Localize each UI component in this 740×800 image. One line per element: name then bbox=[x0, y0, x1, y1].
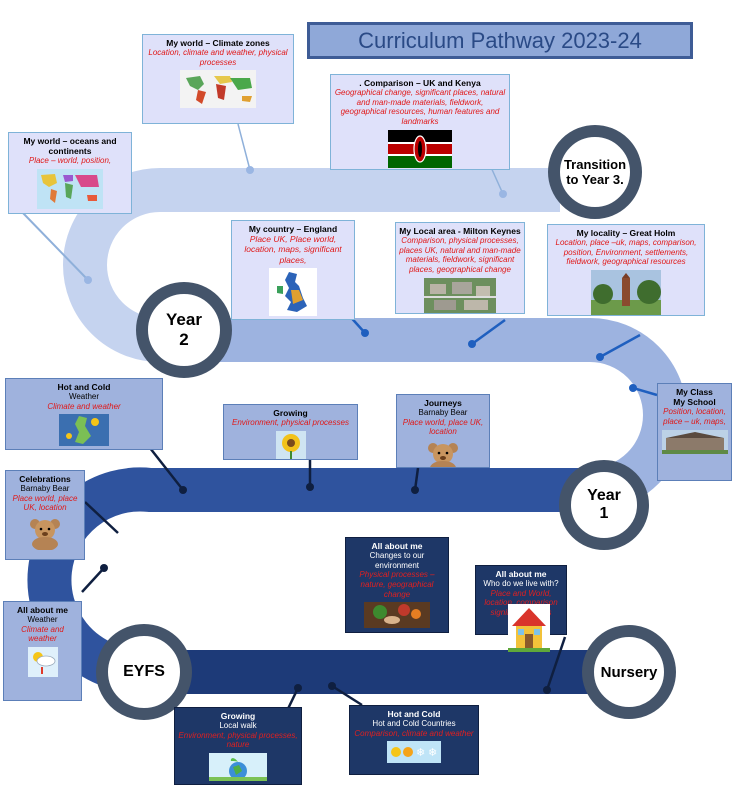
card-description: Environment, physical processes, nature bbox=[178, 730, 298, 750]
card-title: All about me bbox=[495, 569, 547, 579]
card-title: All about me bbox=[16, 605, 68, 615]
milestone-transition-label: Transition to Year 3. bbox=[563, 157, 627, 187]
card-description: Comparison, physical processes, places U… bbox=[399, 236, 521, 274]
card-title: Hot and Cold bbox=[57, 382, 111, 392]
card-title: My Local area - Milton Keynes bbox=[399, 226, 521, 236]
card-title: Hot and Cold bbox=[387, 709, 441, 719]
world-climate-map-icon bbox=[180, 70, 256, 109]
card-hot-cold-y1: Hot and Cold Weather Climate and weather bbox=[5, 378, 163, 450]
card-description: Environment, physical processes bbox=[232, 418, 349, 428]
card-description: Location, place –uk, maps, comparison, p… bbox=[555, 238, 697, 267]
card-title: . Comparison – UK and Kenya bbox=[359, 78, 481, 88]
connector-great-holm bbox=[599, 333, 641, 359]
page-title-box: Curriculum Pathway 2023-24 bbox=[307, 22, 693, 59]
house-icon bbox=[508, 604, 550, 652]
sun-snowflake-icon: ❄ ❄ bbox=[387, 741, 441, 764]
card-subtitle: Weather bbox=[68, 392, 100, 402]
teddy-bear-icon bbox=[428, 442, 458, 467]
connector-hot-cold bbox=[149, 447, 184, 491]
connector-celebrations bbox=[84, 501, 119, 534]
aerial-town-photo-icon bbox=[424, 277, 496, 313]
weather-icon bbox=[27, 646, 58, 677]
card-growing-y1: Growing Environment, physical processes bbox=[223, 404, 358, 460]
milestone-year1: Year 1 bbox=[559, 460, 649, 550]
card-description: Place – world, position, bbox=[28, 156, 112, 166]
page-title: Curriculum Pathway 2023-24 bbox=[358, 27, 642, 53]
card-title: My Class bbox=[676, 387, 713, 397]
garden-planting-icon bbox=[364, 602, 430, 629]
card-subtitle: Who do we live with? bbox=[483, 579, 559, 589]
milestone-nursery: Nursery bbox=[582, 625, 676, 719]
milestone-transition: Transition to Year 3. bbox=[548, 125, 642, 219]
path-segment-top bbox=[63, 168, 560, 362]
card-england: My country – England Place UK, Place wor… bbox=[231, 220, 355, 320]
card-title: Growing bbox=[220, 711, 256, 721]
card-local-walk: Growing Local walk Environment, physical… bbox=[174, 707, 302, 785]
card-description: Place UK, Place world, location, maps, s… bbox=[244, 234, 342, 265]
card-title: Journeys bbox=[424, 398, 462, 408]
connector-milton-keynes bbox=[471, 318, 506, 346]
card-changes-environment: All about me Changes to our environment … bbox=[345, 537, 449, 633]
kenya-flag-icon bbox=[388, 129, 452, 168]
card-title: My country – England bbox=[248, 224, 338, 234]
uk-map-icon bbox=[269, 267, 317, 316]
card-uk-kenya: . Comparison – UK and Kenya Geographical… bbox=[330, 74, 510, 170]
card-description: Location, climate and weather, physical … bbox=[148, 48, 288, 67]
connector-who-we-live bbox=[545, 636, 567, 691]
milestone-year2-label: Year 2 bbox=[166, 310, 202, 349]
card-my-class: My Class My School Position, location, p… bbox=[657, 383, 732, 481]
card-description: Geographical change, significant places,… bbox=[334, 88, 506, 126]
card-great-holm: My locality – Great Holm Location, place… bbox=[547, 224, 705, 316]
card-subtitle: Weather bbox=[27, 615, 58, 625]
milestone-year2: Year 2 bbox=[136, 282, 232, 378]
connector-climate-zones bbox=[237, 123, 251, 171]
card-subtitle: Local walk bbox=[219, 721, 257, 731]
card-journeys: Journeys Barnaby Bear Place world, place… bbox=[396, 394, 490, 468]
card-subtitle: Hot and Cold Countries bbox=[372, 719, 456, 729]
card-subtitle: Changes to our environment bbox=[369, 551, 425, 570]
sunflower-icon bbox=[275, 430, 306, 459]
milestone-eyfs-label: EYFS bbox=[123, 663, 165, 680]
card-description: Climate and weather bbox=[47, 401, 121, 411]
card-milton-keynes: My Local area - Milton Keynes Comparison… bbox=[395, 222, 525, 314]
card-oceans: My world – oceans and continents Place –… bbox=[8, 132, 132, 214]
card-description: Climate and weather bbox=[21, 624, 64, 644]
card-subtitle: Barnaby Bear bbox=[418, 408, 468, 418]
milestone-nursery-label: Nursery bbox=[600, 663, 658, 681]
card-climate-zones: My world – Climate zones Location, clima… bbox=[142, 34, 294, 124]
monument-photo-icon bbox=[591, 269, 661, 315]
card-subtitle: Barnaby Bear bbox=[20, 484, 70, 494]
card-hot-cold-countries: Hot and Cold Hot and Cold Countries Comp… bbox=[349, 705, 479, 775]
card-description: Place world, place UK, location bbox=[12, 493, 78, 513]
svg-text:❄: ❄ bbox=[416, 746, 425, 759]
card-description: Position, location, place – uk, maps, bbox=[663, 407, 726, 426]
card-description: Physical processes – nature, geographica… bbox=[359, 570, 435, 599]
card-celebrations: Celebrations Barnaby Bear Place world, p… bbox=[5, 470, 85, 560]
svg-text:❄: ❄ bbox=[428, 746, 437, 759]
card-subtitle: My School bbox=[673, 397, 716, 408]
card-description: Place world, place UK, location bbox=[402, 417, 484, 437]
card-weather-eyfs: All about me Weather Climate and weather bbox=[3, 601, 82, 701]
world-map-icon bbox=[37, 168, 103, 209]
card-title: My locality – Great Holm bbox=[576, 228, 676, 238]
teddy-bear-icon bbox=[30, 518, 60, 550]
card-title: Growing bbox=[273, 408, 308, 418]
connector-hot-cold-countries bbox=[331, 684, 363, 707]
connector-oceans bbox=[21, 211, 89, 281]
weather-map-icon bbox=[59, 414, 109, 447]
connector-weather-eyfs bbox=[81, 567, 105, 593]
milestone-eyfs: EYFS bbox=[96, 624, 192, 720]
card-title: Celebrations bbox=[19, 474, 71, 484]
connector-my-class bbox=[632, 386, 658, 397]
school-photo-icon bbox=[661, 429, 728, 454]
card-title: My world – oceans and continents bbox=[23, 136, 117, 157]
card-title: My world – Climate zones bbox=[166, 38, 270, 48]
card-description: Comparison, climate and weather bbox=[354, 728, 474, 738]
path-segment-year1 bbox=[27, 467, 600, 692]
milestone-year1-label: Year 1 bbox=[587, 487, 621, 522]
earth-plant-icon bbox=[209, 752, 267, 781]
card-title: All about me bbox=[371, 541, 423, 551]
